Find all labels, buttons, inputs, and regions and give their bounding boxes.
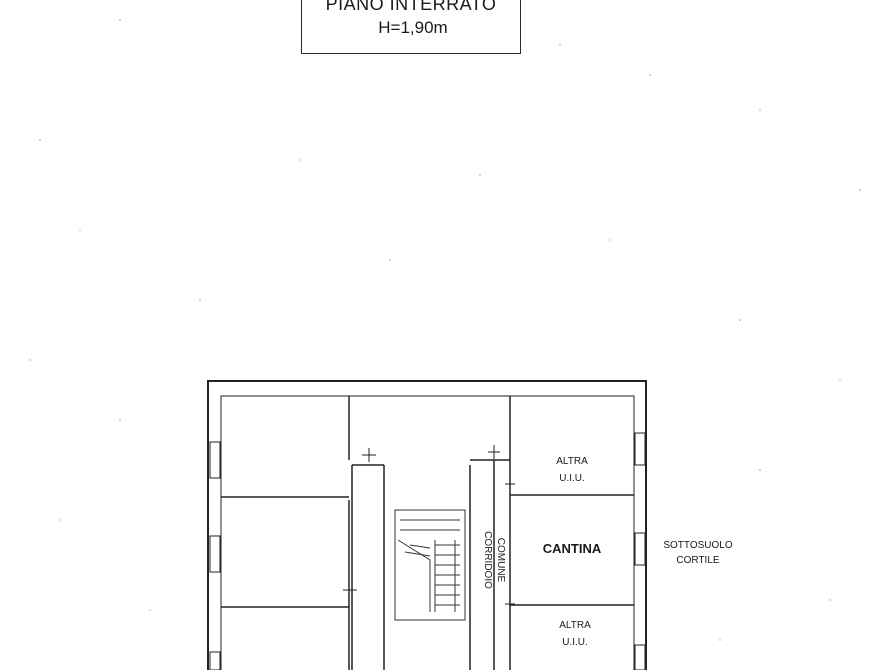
corridor-line1: CORRIDOIO — [482, 531, 493, 589]
height-label: H=1,90m — [378, 18, 448, 37]
plan-title: PIANO INTERRATO — [325, 0, 497, 14]
stair-icon — [394, 509, 466, 621]
outer-wall — [207, 380, 647, 670]
left-rooms — [221, 396, 350, 670]
room-label-altra-top: ALTRA U.I.U. — [556, 456, 588, 484]
corridor-label: CORRIDOIO COMUNE — [482, 531, 506, 589]
corridor-line2: COMUNE — [495, 538, 506, 583]
room-label-cantina: CANTINA — [543, 541, 602, 556]
room-label-altra-bottom: ALTRA U.I.U. — [559, 620, 591, 648]
speckle-noise — [29, 19, 861, 641]
title-box: PIANO INTERRATO H=1,90m — [301, 0, 521, 54]
altra-bottom-line1: ALTRA — [559, 620, 591, 631]
central-corridor — [351, 459, 510, 670]
exterior-line1: SOTTOSUOLO — [663, 540, 732, 551]
wall-openings — [209, 432, 646, 670]
door-marks — [343, 445, 515, 605]
exterior-line2: CORTILE — [676, 555, 719, 566]
altra-top-line2: U.I.U. — [559, 473, 585, 484]
exterior-label: SOTTOSUOLO CORTILE — [663, 540, 732, 566]
altra-bottom-line2: U.I.U. — [562, 637, 588, 648]
altra-top-line1: ALTRA — [556, 456, 588, 467]
right-rooms — [509, 396, 634, 670]
